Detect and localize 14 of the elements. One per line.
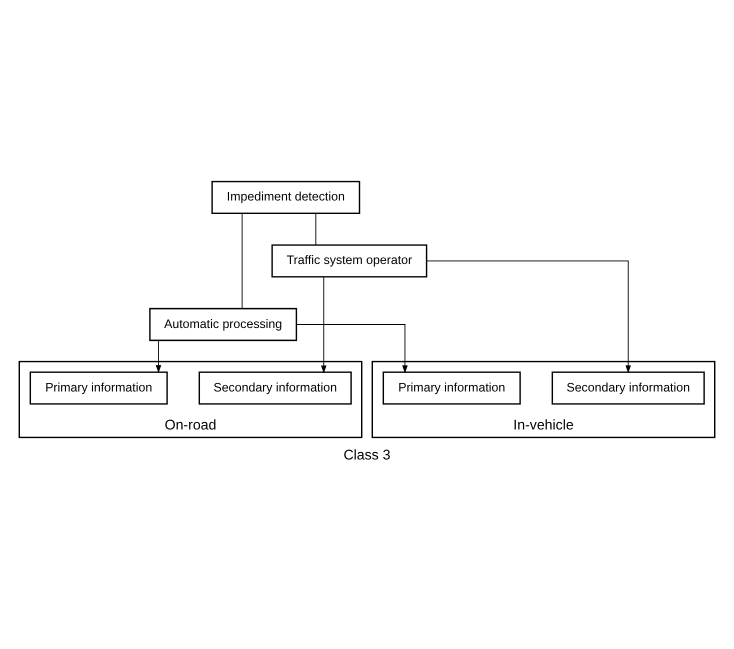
node-box: Secondary information (198, 371, 352, 405)
arrow (156, 340, 162, 374)
caption: Class 3 (343, 446, 391, 462)
node-box: Secondary information (552, 371, 705, 405)
node-box: Automatic processing (149, 308, 298, 342)
connector (242, 213, 243, 309)
arrow (320, 276, 327, 374)
connector (315, 213, 316, 246)
node-box: Impediment detection (211, 180, 360, 214)
arrow (426, 260, 632, 374)
node-box: Primary information (30, 371, 168, 405)
arrow (296, 324, 408, 374)
node-box: Primary information (382, 371, 521, 405)
node-box: Traffic system operator (271, 244, 428, 278)
